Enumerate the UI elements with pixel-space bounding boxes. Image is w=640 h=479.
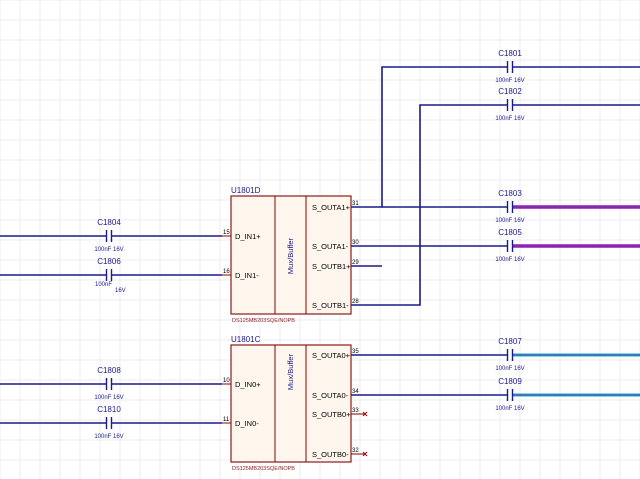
u1801d-pin-28-num: 28	[352, 299, 359, 305]
capacitor-value-label: 100nF 16V	[94, 434, 123, 440]
capacitor-value-label: 100nF 16V	[94, 395, 123, 401]
capacitor-ref-label: C1808	[97, 366, 121, 375]
wire-outb1-minus[interactable]	[351, 104, 507, 306]
capacitor-c1803[interactable]: C1803 100nF 16V	[495, 189, 524, 224]
u1801c-pin-34-num: 34	[352, 389, 359, 395]
wire-outa1-plus[interactable]	[351, 66, 507, 208]
capacitor-ref-label: C1803	[498, 189, 522, 198]
capacitor-value-label: 100nF 16V	[495, 406, 524, 412]
u1801d-pin-s-outb1-minus: S_OUTB1-	[312, 301, 349, 310]
u1801c-pin-s-outa0-minus: S_OUTA0-	[312, 391, 349, 400]
u1801c-part-number: DS125MB203SQE/NOPB	[232, 466, 295, 472]
capacitor-value-label: 100nF 16V	[495, 257, 524, 263]
u1801c-pin-33-num: 33	[352, 408, 359, 414]
capacitor-value-label: 100nF	[95, 282, 112, 288]
capacitor-ref-label: C1802	[498, 87, 522, 96]
u1801c-pin-11-num: 11	[223, 417, 230, 423]
u1801d-pin-s-outa1-plus: S_OUTA1+	[312, 203, 351, 212]
u1801c-pin-10-num: 10	[223, 378, 230, 384]
u1801c-function-label: Mux/Buffer	[286, 353, 295, 390]
capacitor-value-label: 100nF 16V	[495, 218, 524, 224]
capacitors: C1801 100nF 16V C1802 100nF 16V C1803 100nF 1…	[94, 49, 524, 440]
capacitor-ref-label: C1807	[498, 337, 522, 346]
capacitor-value-label: 100nF 16V	[495, 366, 524, 372]
u1801d-part-number: DS125MB203SQE/NOPB	[232, 318, 295, 324]
capacitor-value-label: 100nF 16V	[495, 116, 524, 122]
u1801c-pin-32-num: 32	[352, 448, 359, 454]
capacitor-c1805[interactable]: C1805 100nF 16V	[495, 228, 524, 263]
capacitor-ref-label: C1801	[498, 49, 522, 58]
u1801d-pin-d-in1-plus: D_IN1+	[235, 232, 261, 241]
u1801c-pin-d-in0-minus: D_IN0-	[235, 419, 259, 428]
u1801c-pin-d-in0-plus: D_IN0+	[235, 380, 261, 389]
capacitor-c1808[interactable]: C1808 100nF 16V	[94, 366, 123, 401]
capacitor-c1802[interactable]: C1802 100nF 16V	[495, 87, 524, 122]
capacitor-ref-label: C1804	[97, 218, 121, 227]
u1801d-pin-30-num: 30	[352, 240, 359, 246]
u1801c-designator: U1801C	[231, 335, 261, 344]
u1801c-body[interactable]	[230, 344, 352, 463]
no-connect-icon	[362, 411, 368, 417]
capacitor-ref-label: C1810	[97, 405, 121, 414]
component-u1801d[interactable]: U1801D DS125MB203SQE/NOPB Mux/Buffer 15 …	[222, 186, 359, 324]
u1801d-function-label: Mux/Buffer	[286, 237, 295, 274]
u1801d-pin-d-in1-minus: D_IN1-	[235, 271, 259, 280]
capacitor-ref-label: C1805	[498, 228, 522, 237]
u1801d-designator: U1801D	[231, 186, 261, 195]
wires	[0, 66, 640, 424]
highlighted-nets	[513, 205, 640, 397]
capacitor-c1809[interactable]: C1809 100nF 16V	[495, 377, 524, 412]
u1801d-pin-s-outb1-plus: S_OUTB1+	[312, 262, 351, 271]
capacitor-ref-label: C1809	[498, 377, 522, 386]
capacitor-ref-label: C1806	[97, 257, 121, 266]
u1801d-pin-15-num: 15	[223, 230, 230, 236]
u1801c-pin-s-outa0-plus: S_OUTA0+	[312, 351, 351, 360]
capacitor-voltage-label: 16V	[115, 288, 126, 294]
capacitor-value-label: 100nF 16V	[495, 78, 524, 84]
u1801d-pin-31-num: 31	[352, 201, 359, 207]
component-u1801c[interactable]: U1801C DS125MB203SQE/NOPB Mux/Buffer 10 …	[222, 335, 368, 472]
capacitor-c1810[interactable]: C1810 100nF 16V	[94, 405, 123, 440]
capacitor-c1807[interactable]: C1807 100nF 16V	[495, 337, 524, 372]
u1801d-body[interactable]	[230, 195, 352, 315]
capacitor-c1804[interactable]: C1804 100nF 16V	[94, 218, 123, 253]
capacitor-c1801[interactable]: C1801 100nF 16V	[495, 49, 524, 84]
u1801c-pin-s-outb0-plus: S_OUTB0+	[312, 410, 351, 419]
u1801c-pin-35-num: 35	[352, 349, 359, 355]
u1801d-pin-29-num: 29	[352, 260, 359, 266]
u1801d-pin-s-outa1-minus: S_OUTA1-	[312, 242, 349, 251]
u1801d-pin-16-num: 16	[223, 269, 230, 275]
capacitor-value-label: 100nF 16V	[94, 247, 123, 253]
no-connect-icon	[362, 451, 368, 457]
u1801c-pin-s-outb0-minus: S_OUTB0-	[312, 450, 349, 459]
